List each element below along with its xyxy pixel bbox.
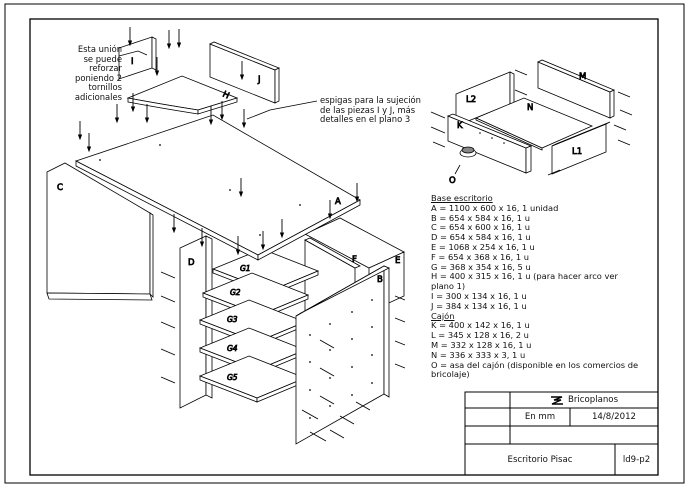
label-g5: G5 (227, 373, 238, 382)
note-line: poniendo 2 (75, 72, 122, 83)
project-cell: Escritorio Pisac (507, 454, 573, 465)
shelves-g: G1 G2 G3 G4 G5 (198, 248, 320, 403)
panel-j: J (209, 41, 280, 104)
label-d: D (188, 258, 195, 268)
reinforcement-note: Esta unión se puede reforzar poniendo 2 … (46, 44, 122, 103)
label-m: M (579, 72, 586, 82)
label-g3: G3 (227, 315, 238, 324)
label-k: K (457, 121, 463, 131)
note-line: detalles en el plano 3 (320, 114, 411, 125)
part-line: J = 384 x 134 x 16, 1 u (431, 300, 527, 311)
part-line: G = 368 x 354 x 16, 5 u (431, 261, 531, 272)
dowel-note: espigas para la sujeción de las piezas I… (320, 95, 432, 125)
part-line: C = 654 x 600 x 16, 1 u (431, 222, 531, 233)
base-heading: Base escritorio (431, 193, 493, 203)
label-f: F (352, 255, 357, 265)
code-cell: ld9-p2 (622, 454, 651, 465)
label-g2: G2 (230, 288, 241, 297)
panel-a: A (74, 114, 361, 261)
note-line: Esta unión (77, 44, 122, 54)
note-line: reforzar (89, 63, 122, 74)
part-line: B = 654 x 584 x 16, 1 u (431, 212, 530, 223)
label-j: J (257, 75, 261, 85)
drawer-handle-o: O (449, 146, 477, 186)
label-g1: G1 (240, 264, 251, 273)
panel-k: K (446, 113, 533, 174)
label-g4: G4 (227, 344, 238, 353)
note-line: se puede (83, 53, 122, 64)
panel-b: B (295, 265, 390, 445)
panel-i: I (118, 36, 157, 80)
note-leaders (118, 50, 318, 120)
panel-h: H (126, 75, 239, 115)
inner-border (29, 18, 659, 476)
note-line: adicionales (74, 91, 122, 102)
side-screws (160, 271, 406, 442)
shelf-g5: G5 (198, 355, 307, 403)
label-a: A (335, 197, 341, 207)
part-line: O = asa del cajón (disponible en los com… (431, 359, 641, 380)
outer-border (4, 3, 685, 484)
part-line: K = 400 x 142 x 16, 1 u (431, 320, 530, 331)
drawer-exploded-view: L2 M N K L1 (430, 59, 633, 186)
units-cell: En mm (524, 412, 556, 422)
drawer-screws (430, 69, 633, 176)
panel-c: C (46, 162, 154, 301)
label-c: C (57, 183, 63, 193)
title-block: Bricoplanos En mm 14/8/2012 Escritorio P… (465, 392, 655, 474)
label-l2: L2 (466, 95, 476, 105)
label-i: I (131, 57, 134, 67)
label-o: O (449, 176, 456, 186)
part-line: A = 1100 x 600 x 16, 1 unidad (431, 202, 559, 213)
note-line: de las piezas I y J, más (320, 104, 416, 115)
panel-m: M (537, 59, 615, 119)
parts-list: Base escritorio A = 1100 x 600 x 16, 1 u… (431, 193, 641, 380)
date-cell: 14/8/2012 (591, 412, 637, 422)
part-line: M = 332 x 128 x 16, 1 u (431, 339, 532, 350)
fastener-arrows (77, 27, 360, 256)
part-line: I = 300 x 134 x 16, 1 u (431, 290, 527, 301)
label-l1: L1 (572, 147, 582, 157)
part-line: L = 345 x 128 x 16, 2 u (431, 330, 529, 341)
note-line: tornillos (88, 82, 122, 93)
part-line: H = 400 x 315 x 16, 1 u (para hacer arco… (431, 271, 621, 292)
label-n: N (527, 103, 533, 113)
brand-name: Bricoplanos (567, 395, 619, 405)
label-h: H (221, 90, 231, 102)
desk-exploded-view: C E F D G1 G2 G3 G4 G5 (46, 27, 406, 445)
note-line: espigas para la sujeción (320, 95, 421, 105)
panel-l1: L1 (551, 121, 611, 175)
panel-n: N (474, 97, 594, 151)
part-line: F = 654 x 368 x 16, 1 u (431, 251, 530, 262)
brand-cell: Bricoplanos (510, 392, 658, 408)
part-line: E = 1068 x 254 x 16, 1 u (431, 241, 535, 252)
drawer-heading: Cajón (431, 310, 455, 321)
title-block-grid (464, 391, 659, 476)
part-line: D = 654 x 584 x 16, 1 u (431, 232, 531, 243)
part-line: N = 336 x 333 x 3, 1 u (431, 349, 526, 360)
brand-logo-icon (550, 395, 563, 405)
label-b: B (377, 275, 383, 285)
label-e: E (395, 256, 400, 266)
